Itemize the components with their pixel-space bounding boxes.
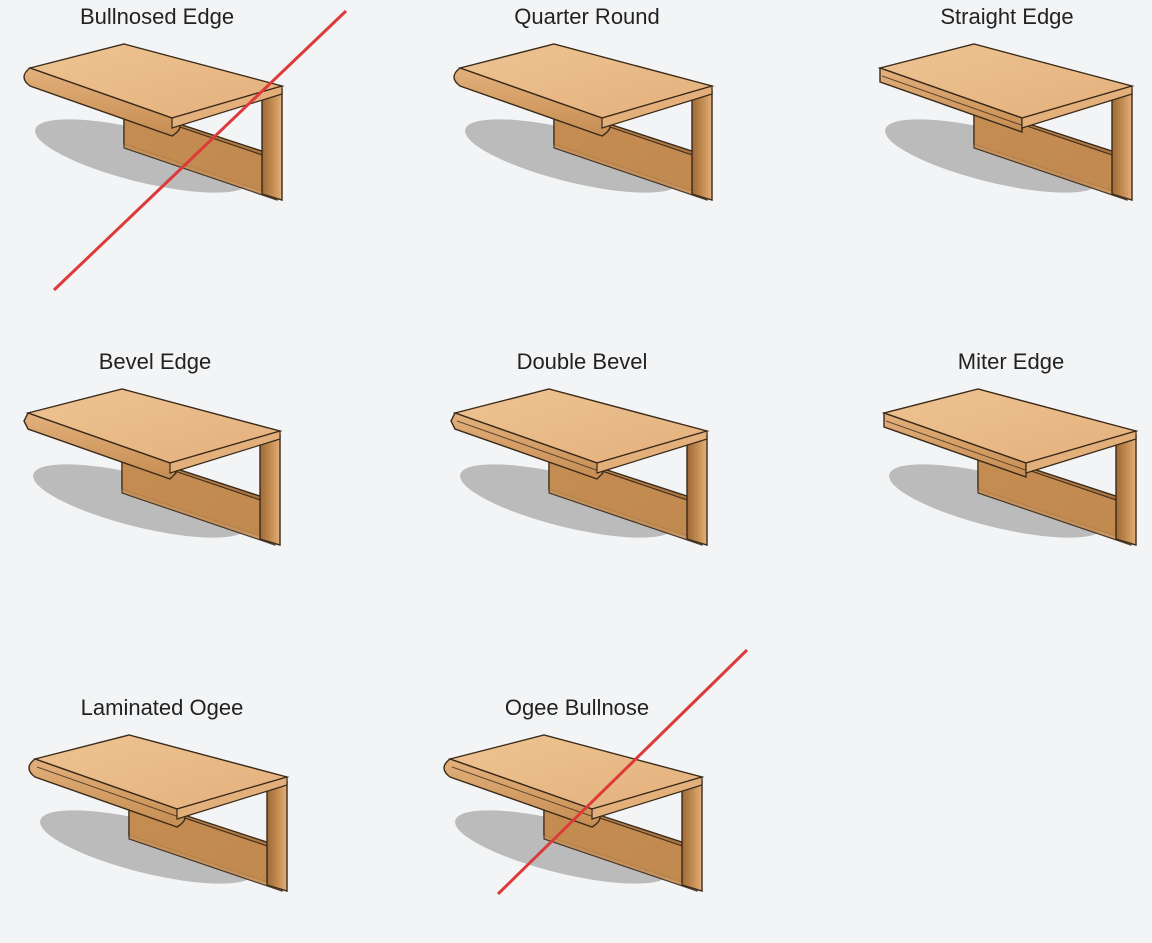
profile-tile-laminated-ogee: Laminated Ogee (0, 693, 327, 943)
cast-shadow (889, 464, 1103, 538)
cast-shadow (40, 810, 254, 884)
profile-label: Quarter Round (514, 4, 660, 29)
countertop-edge-illustration (881, 388, 1139, 546)
slab-right-edge (601, 85, 713, 129)
end-panel (259, 428, 281, 546)
profile-label: Miter Edge (957, 349, 1065, 374)
end-panel (1111, 83, 1133, 201)
slab-right-edge (1021, 85, 1133, 129)
countertop-edge-illustration (28, 734, 290, 892)
slab-right-edge (176, 776, 288, 820)
countertop-edge-illustration (453, 43, 715, 201)
countertop-edge-illustration (23, 43, 285, 201)
countertop-edge-illustration (450, 388, 710, 546)
profile-tile-quarter-round: Quarter Round (422, 2, 752, 252)
profile-detail-line (881, 75, 1025, 127)
profile-label: Double Bevel (516, 349, 648, 374)
end-panel (1115, 428, 1137, 546)
profile-tile-double-bevel: Double Bevel (417, 347, 747, 597)
profile-tile-ogee-bullnose: Ogee Bullnose (412, 693, 742, 943)
end-panel (681, 774, 703, 892)
countertop-edge-illustration (877, 43, 1135, 201)
profile-tile-bevel-edge: Bevel Edge (0, 347, 320, 597)
profile-tile-bullnosed-edge: Bullnosed Edge (0, 2, 322, 252)
profile-tile-miter-edge: Miter Edge (846, 347, 1152, 597)
cast-shadow (885, 119, 1099, 193)
cast-shadow (33, 464, 247, 538)
apron-face (973, 107, 1128, 201)
slab-right-edge (1025, 430, 1137, 474)
profile-label: Bullnosed Edge (79, 4, 235, 29)
slab-right-edge (169, 430, 281, 474)
profile-tile-straight-edge: Straight Edge (842, 2, 1152, 252)
end-panel (686, 428, 708, 546)
profile-label: Bevel Edge (98, 349, 212, 374)
profile-label: Ogee Bullnose (504, 695, 650, 720)
countertop-edge-illustration (443, 734, 705, 892)
cast-shadow (460, 464, 674, 538)
apron-face (977, 452, 1132, 546)
cast-shadow (465, 119, 679, 193)
profile-detail-line (456, 420, 600, 472)
profile-detail-line (885, 420, 1029, 472)
edge-profile-grid: Bullnosed Edge Quarter Round Straight Ed… (0, 2, 1152, 896)
slab-right-edge (596, 430, 708, 474)
end-panel (266, 774, 288, 892)
end-panel (691, 83, 713, 201)
profile-label: Laminated Ogee (80, 695, 244, 720)
profile-label: Straight Edge (940, 4, 1074, 29)
profile-detail-line (36, 766, 180, 818)
countertop-edge-illustration (23, 388, 283, 546)
end-panel (261, 83, 283, 201)
